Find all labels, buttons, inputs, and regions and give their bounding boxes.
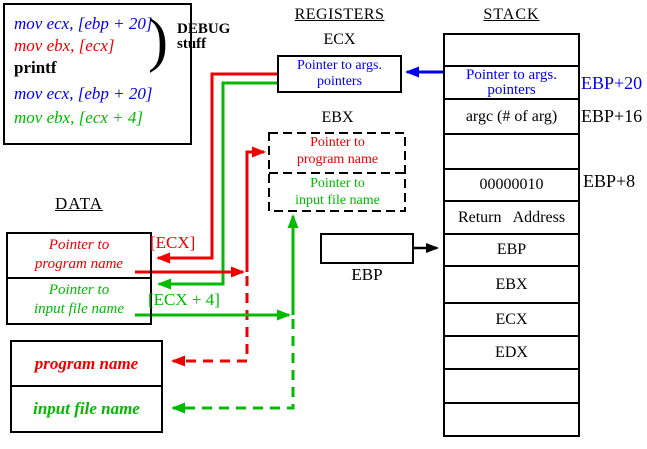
code-line-printf: printf xyxy=(14,58,57,77)
data-box: Pointer to program name Pointer to input… xyxy=(6,232,152,325)
stack-offset-ebp20: EBP+20 xyxy=(581,73,643,93)
stack-row-ebx: EBX xyxy=(445,267,578,304)
data-cell-input-file-pointer: Pointer to input file name xyxy=(34,282,124,317)
stack-row-empty-bottom xyxy=(445,404,578,435)
ebx-slot-input-file-pointer: Pointer to input file name xyxy=(295,176,380,208)
stack-row-args-pointer: Pointer to args. pointers xyxy=(445,67,578,100)
code-line-mov-ecx-2: mov ecx, [ebp + 20] xyxy=(14,84,153,103)
code-box: mov ecx, [ebp + 20] mov ebx, [ecx] print… xyxy=(3,3,192,145)
data-title: DATA xyxy=(55,194,103,213)
registers-title: REGISTERS xyxy=(294,6,385,23)
ebx-register-label: EBX xyxy=(321,109,354,126)
ecx-deref-label: [ECX] xyxy=(150,233,196,252)
stack-row-empty-2 xyxy=(445,135,578,170)
stack-offset-ebp8: EBP+8 xyxy=(583,171,636,191)
string-cell-program-name: program name xyxy=(12,342,161,387)
ecx-register-label: ECX xyxy=(323,31,356,48)
arrow-program-pointer-deref xyxy=(171,276,249,367)
stack-row-edx: EDX xyxy=(445,337,578,370)
ebx-slot-program-name-pointer: Pointer to program name xyxy=(296,135,379,167)
debug-brace: ) xyxy=(148,7,168,73)
ebx-register-box: Pointer to program name Pointer to input… xyxy=(268,132,407,212)
ebp-pointer-label: EBP xyxy=(351,265,383,284)
stack-offset-ebp16: EBP+16 xyxy=(581,106,643,126)
stack-row-00000010: 00000010 xyxy=(445,170,578,202)
ecx-plus4-deref-label: [ECX + 4] xyxy=(148,290,220,309)
stack-title: STACK xyxy=(483,6,540,23)
stack-box: Pointer to args. pointers argc (# of arg… xyxy=(443,33,580,437)
debug-note: DEBUG stuff xyxy=(177,21,231,52)
strings-box: program name input file name xyxy=(10,340,163,433)
string-cell-input-file-name: input file name xyxy=(33,399,140,418)
ebp-pointer-box xyxy=(320,233,414,264)
stack-row-ecx: ECX xyxy=(445,304,578,337)
code-line-mov-ebx-1: mov ebx, [ecx] xyxy=(14,36,115,55)
stack-row-return-address: Return Address xyxy=(445,202,578,235)
stack-row-empty-top xyxy=(445,35,578,67)
code-line-mov-ebx-2: mov ebx, [ecx + 4] xyxy=(14,108,144,127)
stack-row-ebp: EBP xyxy=(445,235,578,267)
arrow-program-pointer-to-ebx xyxy=(245,146,266,272)
code-line-mov-ecx-1: mov ecx, [ebp + 20] xyxy=(14,14,153,33)
data-cell-program-name-pointer: Pointer to program name xyxy=(8,234,150,279)
stack-row-empty-3 xyxy=(445,370,578,404)
ecx-register-box: Pointer to args. pointers xyxy=(277,55,402,93)
stack-row-argc: argc (# of arg) xyxy=(445,100,578,135)
arrow-inputfile-pointer-deref xyxy=(171,319,295,414)
